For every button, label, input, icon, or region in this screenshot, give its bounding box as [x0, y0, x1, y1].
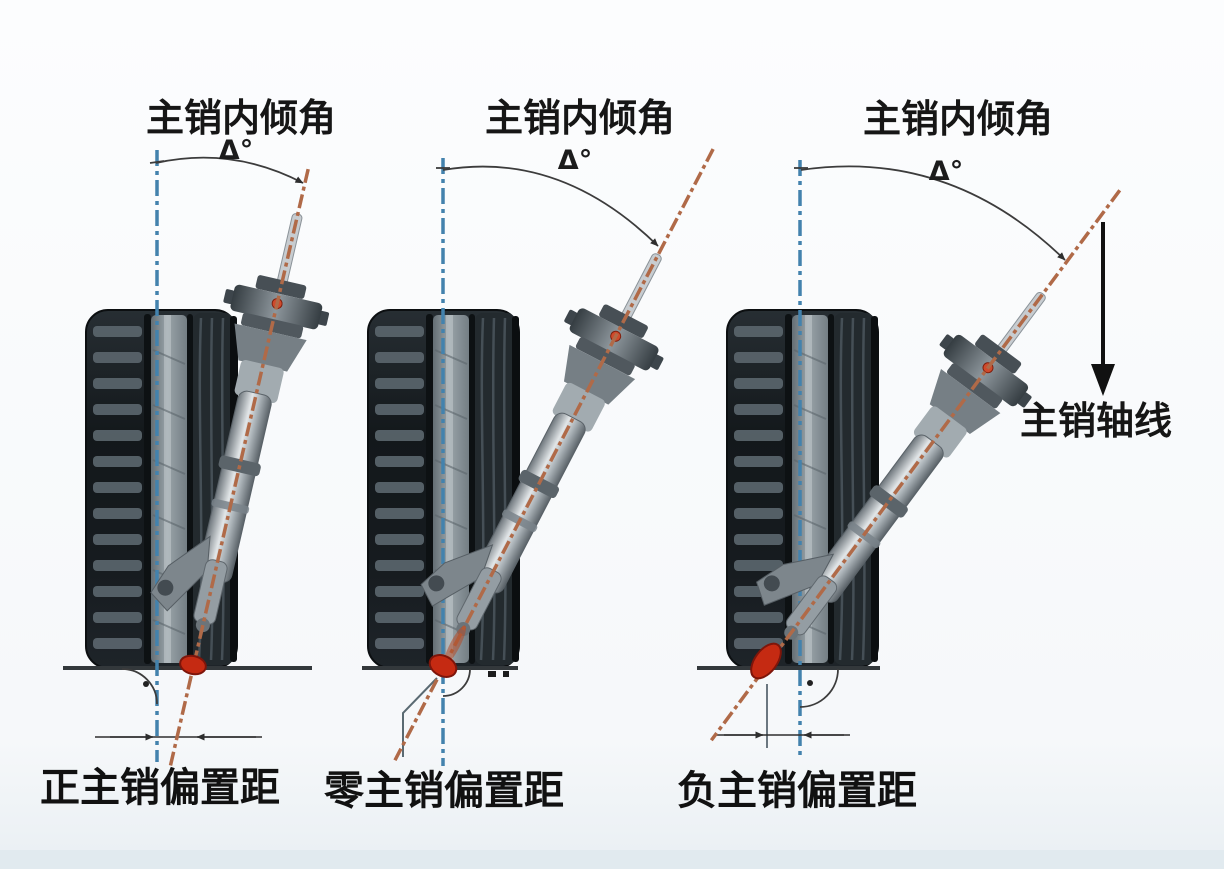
offset-label-negative: 负主销偏置距 — [677, 768, 917, 814]
offset-label-zero: 零主销偏置距 — [324, 768, 564, 814]
kingpin-axis-pointer-arrowhead — [1091, 364, 1115, 396]
inclination-label: 主销内倾角 — [146, 96, 336, 140]
angle-symbol: Δ° — [929, 156, 963, 187]
kingpin-axis-line — [709, 189, 1122, 742]
inclination-angle-arc — [155, 156, 304, 184]
ground-mark — [503, 671, 509, 677]
ground-mark — [488, 671, 496, 677]
ground-angle-arc — [121, 668, 158, 705]
panel-zero-offset: Δ° 主销内倾角 零主销偏置距 — [324, 96, 715, 814]
inclination-angle-arc — [800, 165, 1066, 261]
panel-positive-offset: Δ° 主销内倾角 正主销偏置距 — [40, 96, 350, 811]
angle-symbol: Δ° — [558, 145, 592, 176]
angle-symbol: Δ° — [219, 135, 253, 166]
ground-angle-arc — [799, 668, 839, 708]
inclination-label: 主销内倾角 — [863, 97, 1053, 141]
panel-negative-offset: Δ° 主销内倾角 主销轴线 负主销偏置距 — [677, 97, 1172, 814]
marker-streak — [443, 625, 467, 665]
inclination-angle-arc — [442, 165, 659, 247]
ground-angle-arc — [442, 668, 471, 697]
strut-assembly-negative — [709, 189, 1122, 742]
bottom-tint-strip — [0, 850, 1224, 869]
ground-contact-marker — [750, 642, 782, 680]
ground-contact-marker — [179, 654, 207, 676]
ground-contact-marker — [428, 654, 458, 678]
angle-vertex-dot — [143, 681, 149, 687]
kingpin-axis-label: 主销轴线 — [1020, 399, 1172, 443]
inclination-label: 主销内倾角 — [485, 96, 675, 140]
offset-label-positive: 正主销偏置距 — [40, 765, 280, 811]
angle-vertex-dot — [807, 680, 813, 686]
